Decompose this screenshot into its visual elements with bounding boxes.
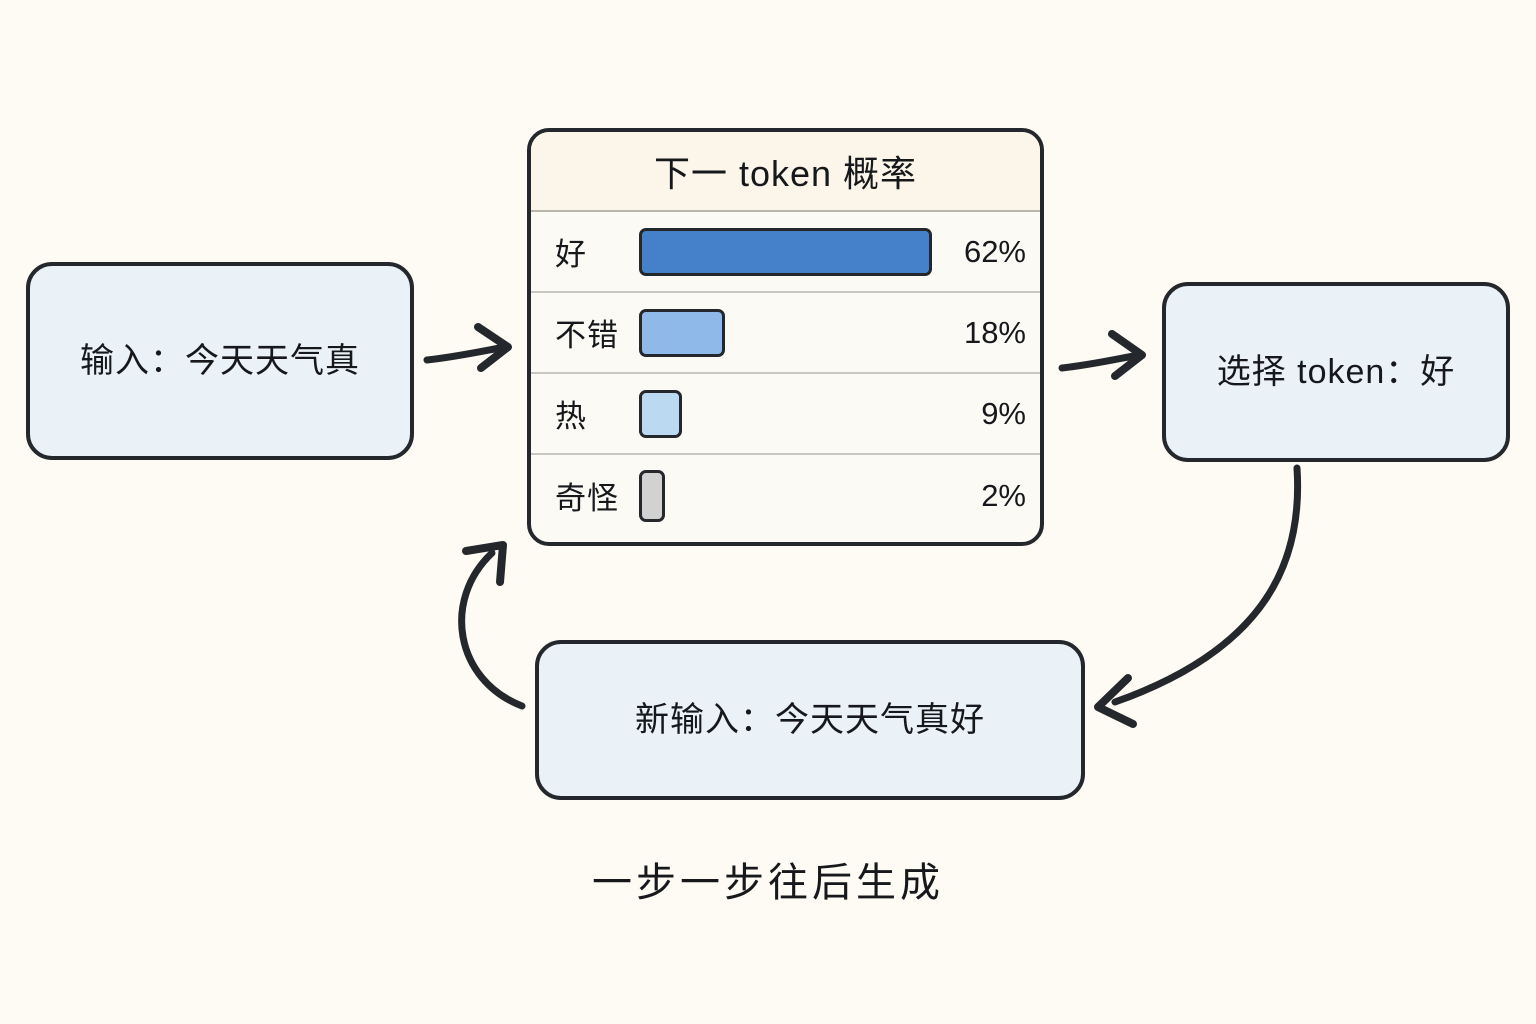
probability-row: 好 62%: [531, 212, 1040, 293]
probability-bar: [639, 389, 682, 438]
panel-title-text: 下一 token 概率: [653, 153, 918, 194]
probability-row: 不错 18%: [531, 293, 1040, 374]
arrow-newinput-to-panel: [458, 541, 526, 710]
new-input-label: 新输入：今天天气真好: [635, 700, 985, 739]
probability-row: 热 9%: [531, 374, 1040, 455]
probability-row: 奇怪 2%: [531, 455, 1040, 536]
arrow-input-to-panel: [423, 323, 512, 372]
probability-bar-track: [639, 389, 932, 438]
selected-token-box[interactable]: 选择 token：好: [1162, 282, 1510, 462]
probability-bar-track: [639, 227, 932, 276]
probability-bar-track: [639, 308, 932, 357]
arrow-choice-to-newinput: [1094, 464, 1302, 728]
probability-bar-track: [639, 469, 932, 522]
probability-bar: [639, 469, 665, 522]
probability-row-token: 好: [555, 237, 587, 272]
probability-row-token: 热: [555, 399, 587, 434]
input-box[interactable]: 输入：今天天气真: [26, 262, 414, 460]
probability-row-percent: 62%: [963, 233, 1026, 269]
caption-text: 一步一步往后生成: [592, 861, 944, 905]
probability-bar: [639, 227, 932, 276]
caption: 一步一步往后生成: [0, 850, 1536, 908]
probability-row-percent: 9%: [981, 395, 1026, 431]
probability-row-percent: 2%: [981, 477, 1026, 513]
probability-row-percent: 18%: [963, 314, 1026, 350]
panel-title: 下一 token 概率: [531, 132, 1040, 212]
probability-row-token: 奇怪: [555, 481, 619, 516]
probability-row-token: 不错: [555, 318, 619, 353]
new-input-box[interactable]: 新输入：今天天气真好: [535, 640, 1085, 800]
selected-token-label: 选择 token：好: [1216, 352, 1456, 391]
arrow-panel-to-choice: [1058, 330, 1146, 380]
input-box-label: 输入：今天天气真: [80, 341, 360, 380]
next-token-probability-panel: 下一 token 概率 好 62% 不错 18% 热 9% 奇怪 2%: [527, 128, 1044, 546]
probability-rows: 好 62% 不错 18% 热 9% 奇怪 2%: [531, 212, 1040, 536]
probability-bar: [639, 308, 725, 357]
